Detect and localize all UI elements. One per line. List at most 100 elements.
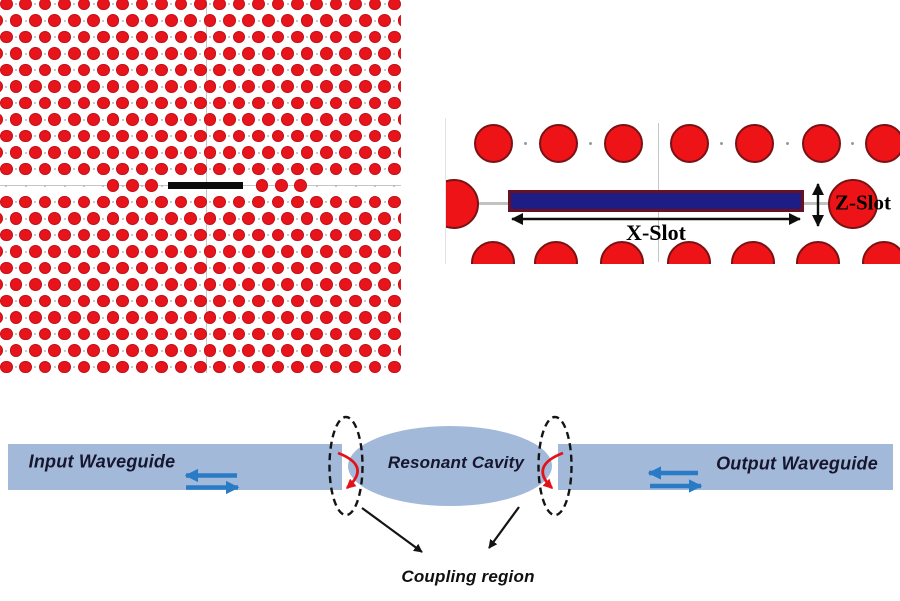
lattice-grid-speck xyxy=(228,366,231,368)
lattice-grid-speck xyxy=(189,234,192,236)
lattice-dot xyxy=(9,212,23,225)
lattice-grid-speck xyxy=(373,184,376,187)
lattice-dot xyxy=(0,30,13,44)
lattice-grid-speck xyxy=(170,168,173,170)
lattice-grid-speck xyxy=(5,217,8,220)
lattice-dot xyxy=(223,278,236,291)
lattice-dot xyxy=(358,311,372,324)
lattice-dot xyxy=(19,96,33,110)
lattice-grid-speck xyxy=(335,151,338,154)
lattice-grid-speck xyxy=(102,184,105,187)
lattice-dot xyxy=(116,327,130,341)
lattice-dot xyxy=(387,162,401,176)
lattice-dot xyxy=(310,294,324,308)
lattice-grid-speck xyxy=(364,267,367,269)
lattice-dot xyxy=(135,63,149,77)
lattice-grid-speck xyxy=(286,69,289,71)
lattice-dot xyxy=(96,360,110,373)
lattice-grid-speck xyxy=(325,69,328,71)
lattice-grid-speck xyxy=(63,52,66,55)
lattice-grid-speck xyxy=(44,184,47,187)
lattice-grid-speck xyxy=(218,250,221,253)
lattice-dot xyxy=(29,278,42,291)
lattice-dot xyxy=(106,278,120,291)
lattice-grid-speck xyxy=(179,250,182,253)
lattice-grid-speck xyxy=(286,234,289,236)
lattice-dot xyxy=(145,212,159,225)
lattice-dot xyxy=(9,344,23,357)
lattice-dot xyxy=(397,47,401,60)
lattice-dot xyxy=(329,327,343,341)
lattice-dot xyxy=(368,261,382,275)
lattice-dot xyxy=(87,212,100,225)
lattice-grid-speck xyxy=(228,201,231,203)
lattice-grid-speck xyxy=(306,102,308,104)
lattice-dot xyxy=(193,0,207,11)
lattice-grid-speck xyxy=(306,69,308,71)
lattice-dot xyxy=(310,327,324,341)
lattice-grid-speck xyxy=(335,118,338,121)
lattice-dot xyxy=(300,113,314,126)
lattice-dot xyxy=(174,30,188,44)
lattice-dot xyxy=(252,261,265,275)
lattice-grid-speck xyxy=(286,102,289,104)
lattice-dot xyxy=(232,195,246,209)
lattice-grid-speck xyxy=(296,349,299,352)
lattice-grid-speck xyxy=(315,283,318,286)
lattice-grid-speck xyxy=(112,300,114,302)
lattice-dot xyxy=(0,360,13,373)
lattice-dot xyxy=(67,146,81,159)
lattice-dot xyxy=(184,146,197,159)
lattice-grid-speck xyxy=(209,102,211,104)
lattice-dot xyxy=(290,360,304,373)
lattice-grid-speck xyxy=(335,316,338,319)
lattice-grid-speck xyxy=(286,333,289,335)
right-coupling-annotation-arrow xyxy=(488,506,520,549)
lattice-grid-speck xyxy=(92,267,95,269)
lattice-dot xyxy=(387,360,401,373)
lattice-grid-speck xyxy=(73,168,76,170)
left-coupling-red-arrow xyxy=(337,451,359,490)
lattice-grid-speck xyxy=(325,3,328,5)
lattice-grid-speck xyxy=(131,234,134,236)
lattice-grid-speck xyxy=(306,267,308,269)
lattice-grid-speck xyxy=(354,349,357,352)
lattice-dot xyxy=(320,113,333,126)
lattice-dot xyxy=(281,344,294,357)
lattice-dot xyxy=(184,113,197,126)
lattice-dot xyxy=(203,344,217,357)
lattice-dot xyxy=(135,261,149,275)
lattice-grid-speck xyxy=(34,333,37,335)
lattice-grid-speck xyxy=(354,283,357,286)
lattice-grid-speck xyxy=(82,217,85,220)
lattice-dot xyxy=(19,327,33,341)
lattice-dot xyxy=(116,0,130,11)
lattice-grid-speck xyxy=(121,52,124,55)
lattice-dot xyxy=(184,311,197,324)
inset-air-hole xyxy=(801,123,841,163)
lattice-dot xyxy=(223,47,236,60)
lattice-dot xyxy=(339,212,353,225)
lattice-dot xyxy=(48,113,62,126)
lattice-dot xyxy=(261,245,275,258)
lattice-grid-speck xyxy=(218,283,221,286)
lattice-grid-speck xyxy=(286,201,289,203)
lattice-grid-speck xyxy=(102,52,105,55)
lattice-dot xyxy=(174,228,188,242)
lattice-dot xyxy=(378,212,391,225)
lattice-grid-speck xyxy=(150,3,153,5)
lattice-grid-speck xyxy=(160,250,163,253)
lattice-dot xyxy=(281,212,294,225)
inset-air-hole xyxy=(669,123,709,163)
lattice-grid-speck xyxy=(383,135,386,137)
lattice-dot xyxy=(48,14,62,27)
lattice-dot xyxy=(387,96,401,110)
lattice-dot xyxy=(145,146,159,159)
lattice-grid-speck xyxy=(383,69,386,71)
lattice-dot xyxy=(281,14,294,27)
lattice-dot xyxy=(0,311,3,324)
lattice-dot xyxy=(135,360,149,373)
lattice-grid-speck xyxy=(238,250,241,253)
lattice-grid-speck xyxy=(364,333,367,335)
lattice-grid-speck xyxy=(364,3,367,5)
